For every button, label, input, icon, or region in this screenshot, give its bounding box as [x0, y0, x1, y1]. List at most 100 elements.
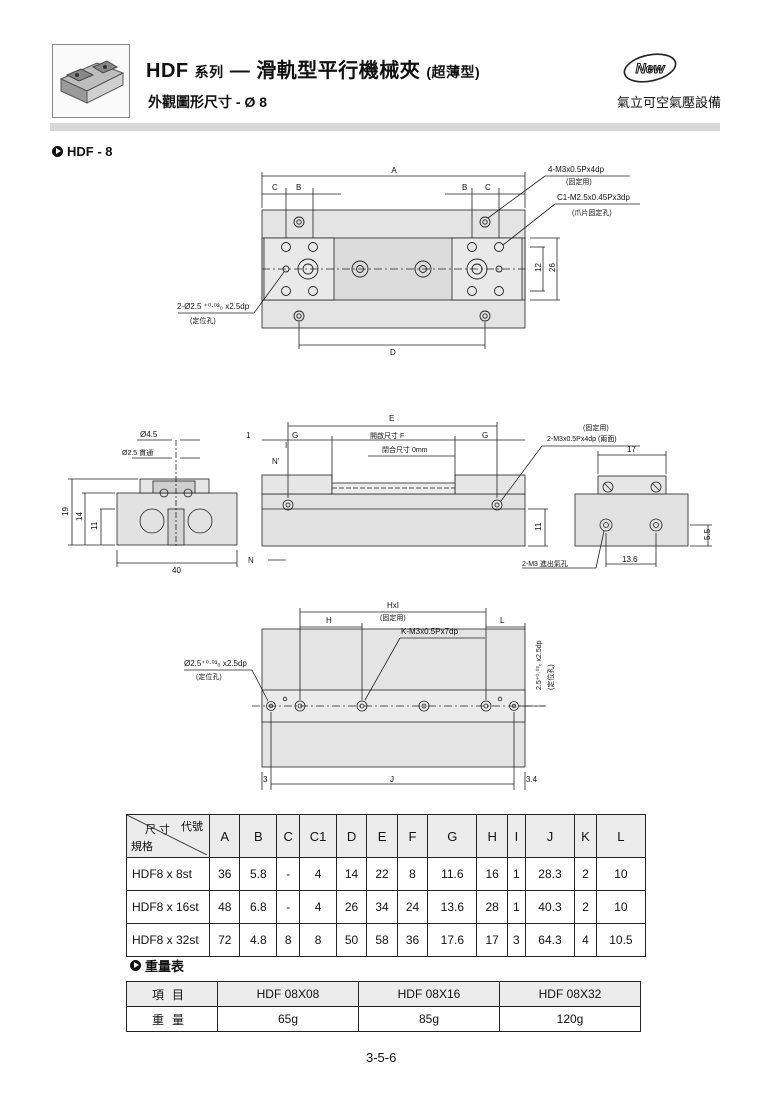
dimension-table: 代號 尺 寸 規格 A B C C1 D E F G H I J K L HDF… [126, 814, 647, 957]
dim-b-left: B [296, 183, 301, 192]
dim-5-5: 5.5 [703, 528, 712, 540]
column-header: H [476, 814, 508, 858]
dim-1: 1 [246, 431, 251, 440]
column-header: J [524, 814, 576, 858]
table-cell: 17.6 [427, 923, 478, 957]
column-header: I [506, 814, 526, 858]
table-cell: 40.3 [524, 890, 576, 924]
column-header: G [427, 814, 478, 858]
table-cell: 26 [335, 890, 368, 924]
dim-l: L [500, 616, 505, 625]
weight-column-header: HDF 08X08 [217, 981, 359, 1007]
column-header: B [239, 814, 278, 858]
table-cell: 2 [574, 857, 597, 891]
table-cell: 24 [396, 890, 429, 924]
top-view: A C B B C D 12 26 4-M3x0.5Px4dp (固定用) C1… [177, 165, 640, 357]
callout-m3-both: 2-M3x0.5Px4dp (兩面) [547, 435, 617, 443]
table-cell: 36 [396, 923, 429, 957]
dim-e-label: E [389, 414, 394, 423]
dim-g-left: G [292, 431, 298, 440]
section-heading-hdf8: HDF - 8 [52, 144, 113, 159]
callout-pin-hole: 2-Ø2.5 ⁺⁰·⁰³₀ x2.5dp [177, 302, 250, 311]
callout-side-locating: (定位孔) [546, 664, 555, 690]
table-cell: 4 [299, 890, 337, 924]
dim-h: H [326, 616, 332, 625]
row-spec: HDF8 x 16st [126, 890, 210, 924]
column-header: E [366, 814, 398, 858]
table-cell: 28.3 [524, 857, 576, 891]
column-header: L [595, 814, 647, 858]
table-cell: 17 [476, 923, 508, 957]
dim-n: N [248, 556, 254, 565]
table-cell: 3 [506, 923, 526, 957]
weight-item-label: 項目 [126, 981, 218, 1007]
page-header: HDF 系列 — 滑軌型平行機械夾 (超薄型) 外觀圖形尺寸 - Ø 8 New… [0, 0, 773, 131]
product-thumbnail [52, 44, 130, 118]
play-bullet-icon [52, 146, 63, 157]
weight-value: 65g [217, 1006, 359, 1032]
callout-pin-hole-bottom: Ø2.5⁺⁰·⁰³₀ x2.5dp [184, 659, 247, 668]
dim-26: 26 [548, 263, 557, 272]
table-cell: 34 [366, 890, 398, 924]
corner-size-label: 尺 寸 [145, 824, 171, 836]
table-cell: 64.3 [524, 923, 576, 957]
section-heading-weight: 重量表 [130, 956, 184, 975]
dimension-table-header: 代號 尺 寸 規格 A B C C1 D E F G H I J K L [126, 814, 647, 858]
callout-exhaust: 2-M3 進出氣孔 [522, 559, 568, 568]
weight-row-label: 重量 [126, 1006, 218, 1032]
dim-3-4: 3.4 [526, 775, 538, 784]
weight-value: 85g [358, 1006, 500, 1032]
callout-claw-fixed: (爪片固定孔) [572, 208, 612, 217]
table-cell: 1 [506, 857, 526, 891]
dim-a-label: A [391, 166, 397, 175]
callout-both-fixed: (固定用) [583, 423, 609, 432]
column-header: C [276, 814, 301, 858]
dim-f-open: 開啟尺寸 F [370, 431, 404, 440]
callout-fixed: (固定用) [566, 177, 592, 186]
table-cell: 13.6 [427, 890, 478, 924]
table-cell: - [276, 857, 301, 891]
table-row: HDF8 x 32st 72 4.8 8 8 50 58 36 17.6 17 … [126, 923, 647, 957]
dim-11: 11 [90, 521, 99, 530]
callout-4-m3: 4-M3x0.5Px4dp [548, 165, 605, 174]
table-cell: 6.8 [239, 890, 278, 924]
row-spec: HDF8 x 8st [126, 857, 210, 891]
callout-k-m3: K-M3x0.5Px7dp [401, 627, 458, 636]
page-title: HDF 系列 — 滑軌型平行機械夾 (超薄型) [146, 60, 481, 82]
table-cell: 14 [335, 857, 368, 891]
dim-19: 19 [61, 507, 70, 516]
table-cell: 11.6 [427, 857, 478, 891]
technical-drawing: A C B B C D 12 26 4-M3x0.5Px4dp (固定用) C1… [61, 165, 712, 790]
front-view: E G 開啟尺寸 F G 閉合尺寸 0mm 1 I N' N 11 (固定用) … [246, 414, 640, 565]
end-view-left: Ø4.5 Ø2.5 貫通 40 19 14 11 [61, 430, 238, 575]
dim-i: I [285, 441, 287, 450]
weight-value: 120g [499, 1006, 641, 1032]
table-cell: - [276, 890, 301, 924]
header-divider [50, 123, 720, 131]
table-cell: 2 [574, 890, 597, 924]
column-header: K [574, 814, 597, 858]
table-row: HDF8 x 16st 48 6.8 - 4 26 34 24 13.6 28 … [126, 890, 647, 924]
weight-table: 項目 HDF 08X08 HDF 08X16 HDF 08X32 重量 65g … [126, 981, 641, 1032]
dim-hxi-fixed: (固定用) [380, 613, 406, 622]
dim-c-right: C [485, 183, 491, 192]
dim-j: J [390, 775, 394, 784]
dim-c-left: C [272, 183, 278, 192]
corner-code-label: 代號 [181, 821, 203, 833]
row-spec: HDF8 x 32st [126, 923, 210, 957]
dim-close: 閉合尺寸 0mm [382, 445, 428, 454]
weight-header-row: 項目 HDF 08X08 HDF 08X16 HDF 08X32 [126, 981, 641, 1007]
dim-14: 14 [75, 512, 84, 521]
table-cell: 4.8 [239, 923, 278, 957]
table-cell: 5.8 [239, 857, 278, 891]
dim-12: 12 [534, 263, 543, 272]
column-header: D [335, 814, 368, 858]
column-header: C1 [299, 814, 337, 858]
brand-name: 氣立可空氣壓設備 [617, 95, 722, 110]
table-cell: 4 [299, 857, 337, 891]
new-badge-text: New [636, 60, 666, 76]
dim-hxi: HxI [387, 601, 399, 610]
dim-b-right: B [462, 183, 467, 192]
dim-g-right: G [482, 431, 488, 440]
dim-11-front: 11 [534, 522, 543, 531]
